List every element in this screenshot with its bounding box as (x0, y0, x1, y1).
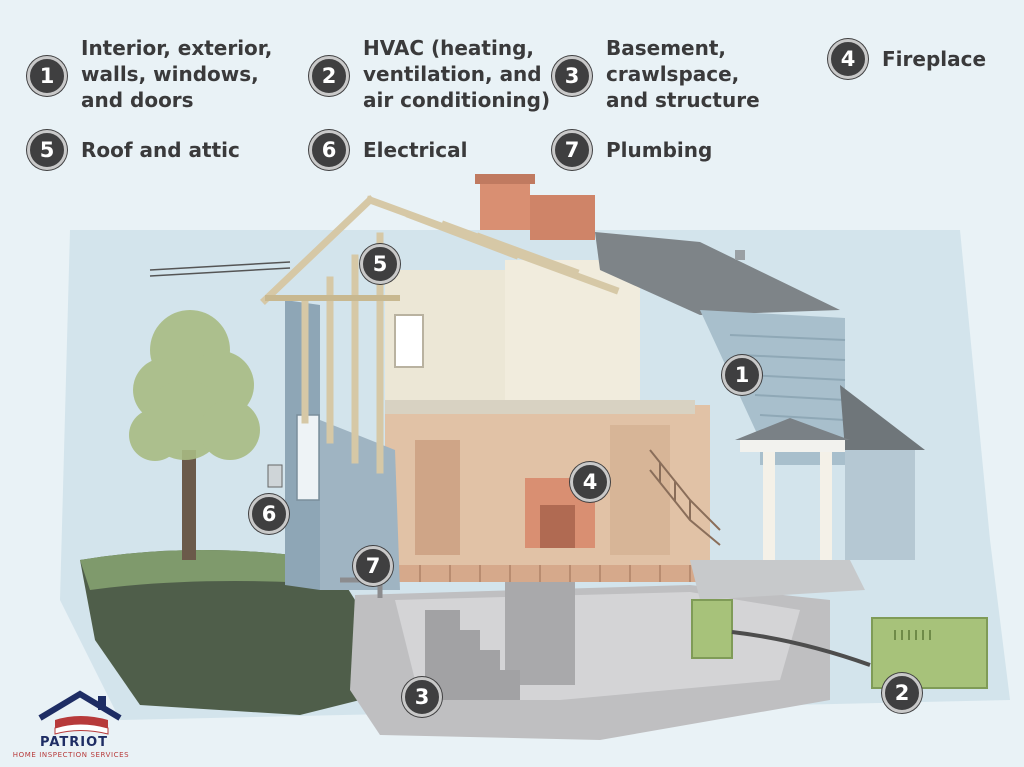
basement-column (505, 580, 575, 685)
power-line (149, 261, 291, 271)
roof-vent (735, 250, 745, 260)
legend-label-2: HVAC (heating, ventilation, and air cond… (363, 36, 551, 112)
chimney (480, 180, 530, 230)
upper-window (394, 314, 424, 368)
chimney-side (530, 195, 595, 240)
legend-item-6: 6 Electrical (309, 130, 467, 170)
marker-fireplace: 4 (570, 462, 610, 502)
marker-electrical: 6 (249, 494, 289, 534)
legend-item-3: 3 Basement, crawlspace, and structure (552, 36, 760, 113)
ground-grass (80, 550, 345, 590)
porch-column-right (820, 452, 832, 572)
interior-staircase (649, 449, 721, 546)
legend-badge-5: 5 (27, 130, 67, 170)
side-window (296, 414, 320, 501)
legend-label-3: Basement, crawlspace, and structure (606, 36, 760, 112)
legend-badge-4: 4 (828, 39, 868, 79)
legend-label-7: Plumbing (606, 138, 713, 162)
legend-badge-1: 1 (27, 56, 67, 96)
marker-roof-attic: 5 (360, 244, 400, 284)
interior-doorway (415, 440, 460, 555)
fireplace-opening (540, 505, 575, 548)
siding-lines (729, 334, 846, 421)
legend-badge-2: 2 (309, 56, 349, 96)
legend-label-6: Electrical (363, 138, 468, 162)
logo-name: PATRIOT (39, 735, 109, 750)
marker-exterior: 1 (722, 355, 762, 395)
legend-item-4: 4 Fireplace (828, 39, 986, 79)
ground-soil (80, 550, 360, 715)
marker-basement: 3 (402, 677, 442, 717)
floor-joists (395, 560, 705, 582)
legend-label-5: Roof and attic (81, 138, 240, 162)
chimney-cap (475, 174, 535, 184)
legend-item-1: 1 Interior, exterior, walls, windows, an… (27, 36, 272, 113)
legend-badge-3: 3 (552, 56, 592, 96)
power-line-2 (149, 267, 291, 277)
legend-item-7: 7 Plumbing (552, 130, 712, 170)
stair-wall (610, 425, 670, 555)
condenser-grille (894, 630, 931, 640)
legend-badge-6: 6 (309, 130, 349, 170)
hvac-line (731, 630, 871, 667)
upper-floor-wall-right (505, 260, 640, 410)
tree-trunk (182, 450, 196, 560)
legend-badge-7: 7 (552, 130, 592, 170)
tree-foliage (129, 310, 260, 461)
furnace-unit (691, 599, 733, 659)
marker-plumbing: 7 (353, 546, 393, 586)
patriot-logo-icon (38, 690, 122, 735)
shingle-roof (595, 232, 840, 315)
floor-slab (385, 400, 695, 414)
legend-item-5: 5 Roof and attic (27, 130, 240, 170)
legend-item-2: 2 HVAC (heating, ventilation, and air co… (309, 36, 550, 113)
porch-column-left (763, 452, 775, 572)
logo-subtitle: HOME INSPECTION SERVICES (12, 751, 130, 759)
side-roof (840, 385, 925, 450)
porch-deck (690, 560, 865, 600)
marker-hvac: 2 (882, 673, 922, 713)
electric-meter (267, 464, 283, 488)
legend-label-4: Fireplace (882, 47, 987, 71)
roof-trusses (260, 195, 620, 474)
basement-stairs (425, 610, 520, 700)
porch-roof (735, 418, 850, 440)
legend-label-1: Interior, exterior, walls, windows, and … (81, 36, 273, 112)
side-wall (845, 450, 915, 560)
porch-beam (740, 440, 845, 452)
